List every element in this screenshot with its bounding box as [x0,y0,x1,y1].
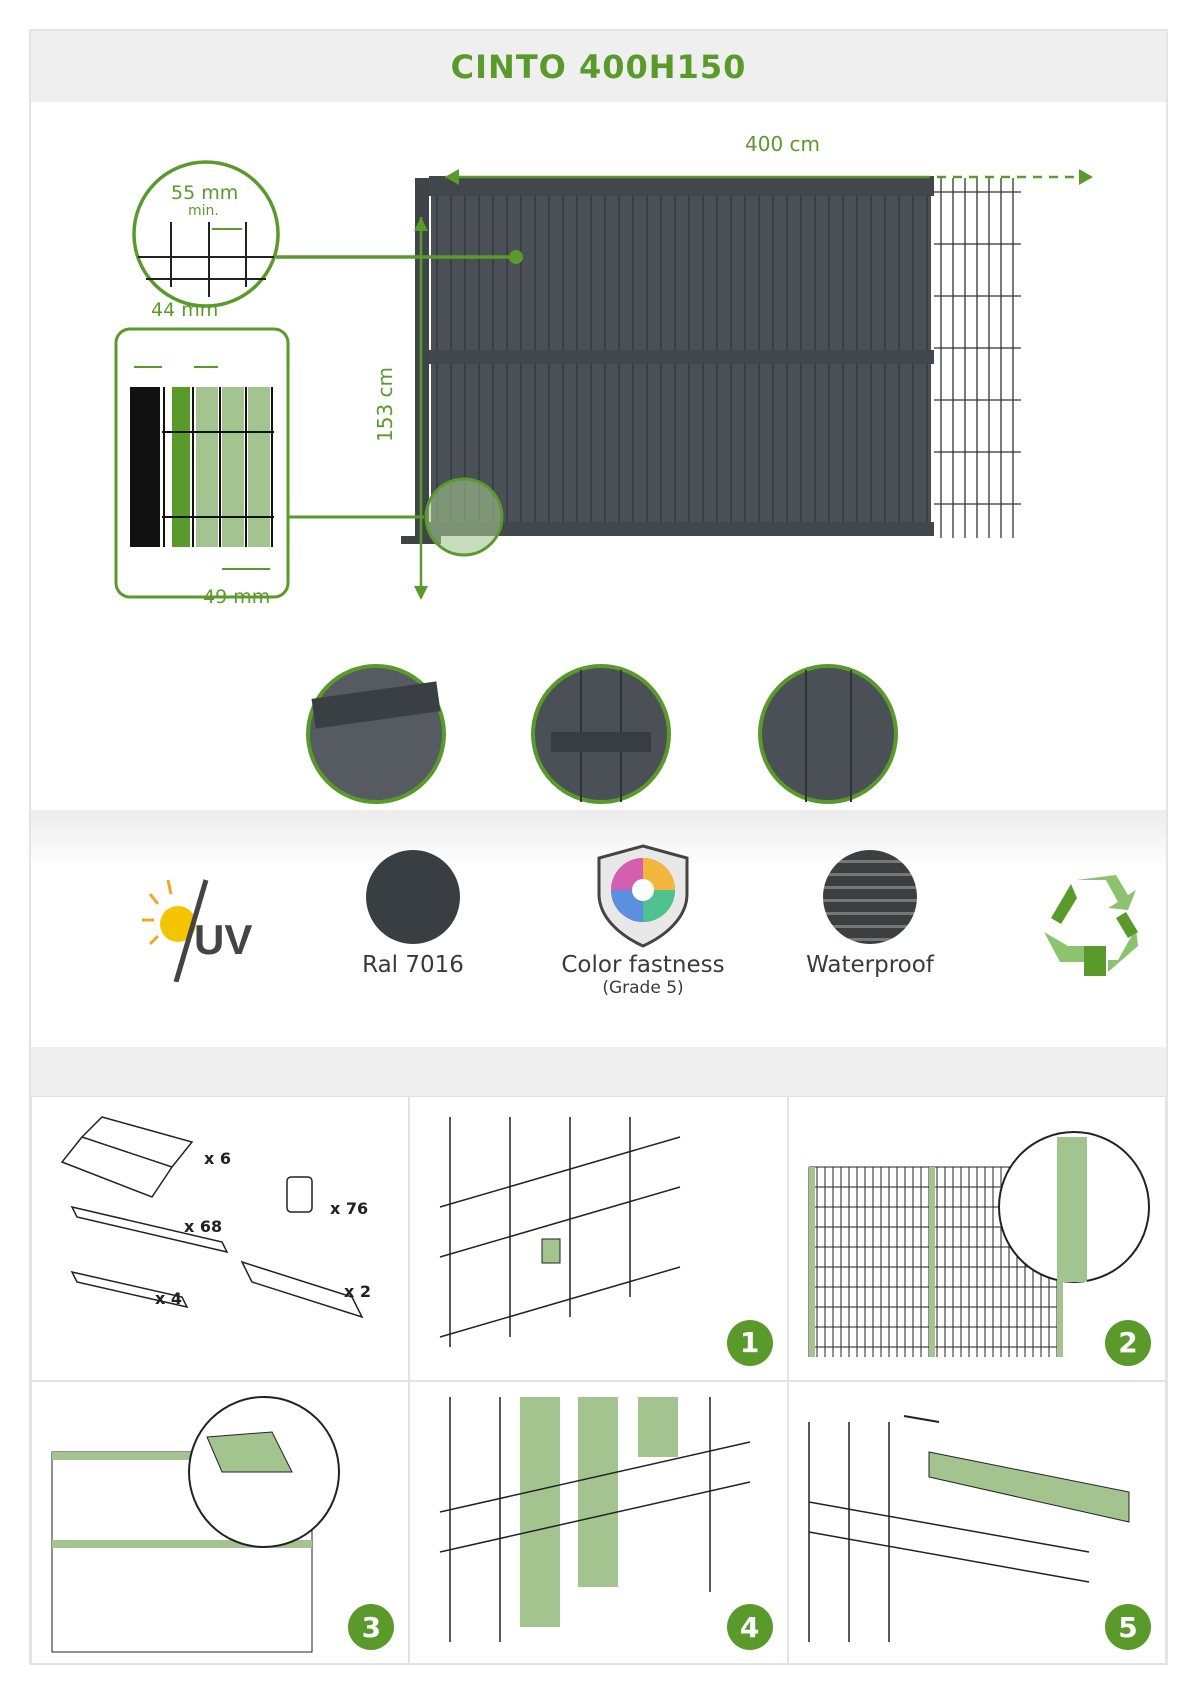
mesh-label: 55 mm [171,182,239,204]
step-number: 3 [348,1604,395,1650]
step-1-illustration [440,1117,681,1347]
product-title: CINTO 400H150 [450,47,747,86]
water-drops-icon [823,850,917,944]
installation-steps: x 6 x 68 x 76 x 4 x 2 1 2 3 4 5 [31,1096,1166,1665]
product-sheet: CINTO 400H150 400 cm 153 cm 55 mm min. [29,29,1168,1665]
svg-text:UV: UV [194,916,252,963]
dimension-diagram: 400 cm 153 cm 55 mm min. 44 mm 49 mm [31,102,1166,810]
kit-qty: x 76 [330,1199,369,1218]
step-1: 1 [409,1096,788,1381]
feature-waterproof: Waterproof [770,850,970,978]
step-3-illustration [51,1395,340,1652]
feature-sublabel: (Grade 5) [602,978,684,998]
kit-qty: x 2 [344,1282,372,1301]
feature-label: Ral 7016 [362,952,464,978]
slat-detail-box [114,327,504,599]
mesh-detail-circle [132,160,523,308]
kit-contents: x 6 x 68 x 76 x 4 x 2 [31,1096,410,1381]
step-number: 1 [726,1319,773,1366]
width-label: 400 cm [745,132,821,156]
feature-label: Color fastness [561,952,725,978]
step-number: 4 [726,1604,773,1650]
fence-panel-image [401,176,1021,544]
color-wheel-shield-icon [597,844,689,948]
feature-color-fastness: Color fastness (Grade 5) [543,844,743,998]
feature-ral: Ral 7016 [313,850,513,978]
step-5-illustration [807,1414,1130,1642]
features-band: UV Ral 7016 Color fastness (Grade 5) Wat… [31,810,1166,1047]
slat-pitch-label: 49 mm [203,586,271,608]
title-bar: CINTO 400H150 [31,31,1166,102]
kit-qty: x 68 [184,1217,223,1236]
step-4-illustration [440,1396,751,1642]
mesh-note: min. [188,203,219,219]
slat-width-label: 44 mm [151,299,219,321]
step-2-illustration [808,1131,1150,1357]
step-number: 5 [1105,1604,1151,1650]
kit-qty: x 6 [204,1149,232,1168]
step-number: 2 [1105,1319,1151,1366]
color-swatch-icon [366,850,460,944]
step-3: 3 [31,1380,410,1665]
width-arrow [445,169,1093,185]
kit-parts-illustration [60,1116,364,1319]
feature-label: Waterproof [806,952,934,978]
step-5: 5 [787,1380,1166,1665]
recycle-icon [1044,875,1138,976]
uv-icon: UV [142,879,252,982]
height-arrow [414,217,428,600]
step-2: 2 [787,1096,1166,1381]
detail-photo-circles [306,664,898,804]
section-divider [31,1047,1166,1096]
step-4: 4 [409,1380,788,1665]
kit-qty: x 4 [155,1289,183,1308]
